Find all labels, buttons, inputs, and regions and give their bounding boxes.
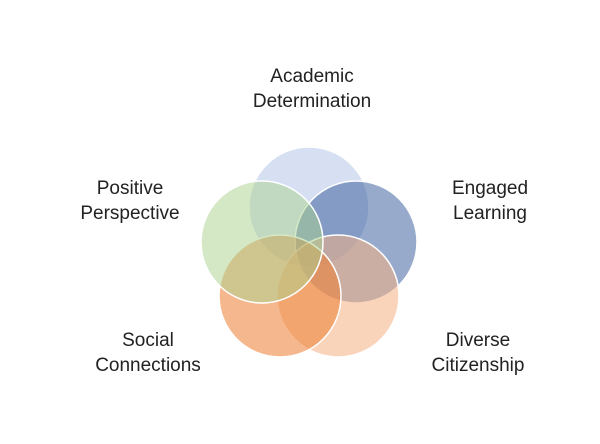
label-positive-perspective: Positive Perspective <box>60 176 200 226</box>
label-line: Academic <box>270 66 354 87</box>
label-line: Connections <box>95 355 201 376</box>
label-engaged-learning: Engaged Learning <box>420 176 560 226</box>
label-diverse-citizenship: Diverse Citizenship <box>408 328 548 378</box>
label-line: Engaged <box>451 178 529 199</box>
label-line: Diverse <box>445 330 511 351</box>
label-academic-determination: Academic Determination <box>222 64 402 114</box>
label-line: Citizenship <box>431 355 525 376</box>
label-line: Social <box>122 330 174 351</box>
label-line: Determination <box>252 91 372 112</box>
circle-positive-perspective <box>200 180 324 304</box>
label-line: Perspective <box>80 203 180 224</box>
label-line: Positive <box>96 178 164 199</box>
label-line: Learning <box>453 203 527 224</box>
label-social-connections: Social Connections <box>78 328 218 378</box>
